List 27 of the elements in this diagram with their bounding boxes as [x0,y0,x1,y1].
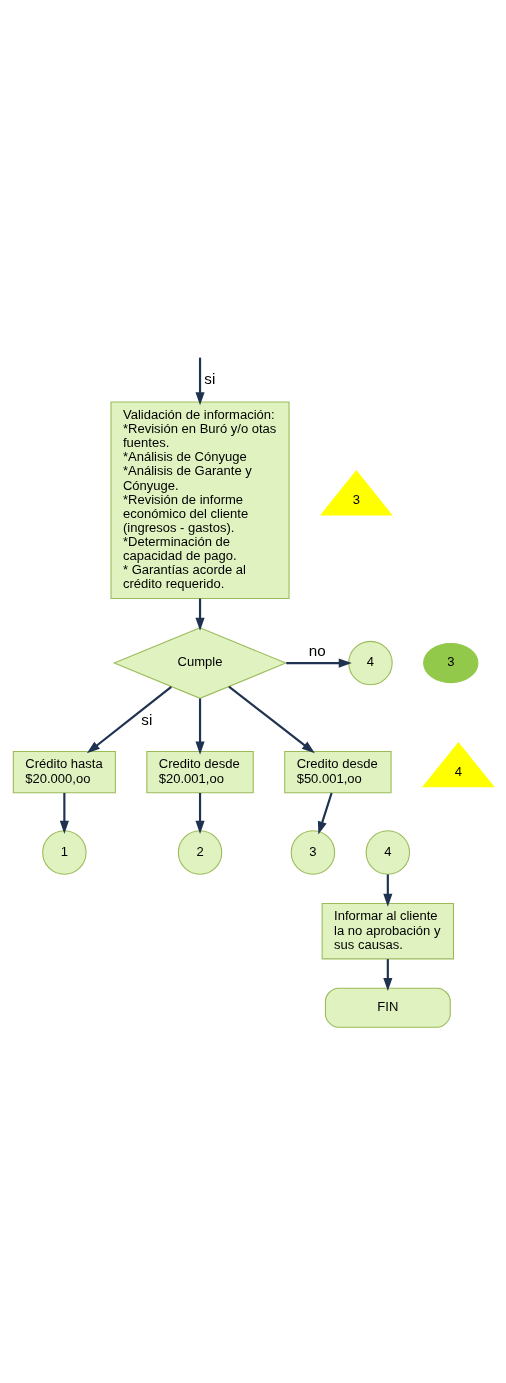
node-box: Credito desde $20.001,oo [145,750,254,793]
arrow [194,357,205,405]
node-box: Credito desde $50.001,oo [283,750,392,793]
node-circle: 3 [290,829,335,875]
edge-label: si [140,710,152,728]
arrow [382,874,392,907]
node-diamond: Cumple [112,626,287,699]
node-circle: 4 [365,829,410,875]
arrow [194,598,205,631]
arrow [194,698,205,755]
arrow [194,792,205,834]
node-circle: 1 [41,829,87,875]
edge-label: si [203,369,215,387]
node-circle: 2 [177,829,222,875]
node-box: Validación de información: *Revisión en Buró y/o otas fuentes. *Análisis de Cónyuge *Análisis de Garante y Cónyuge. *Revisión de informe económico del cliente (ingresos - gastos). *Determinación de capacidad de pago. * Garantías acorde al crédito requerido. [110,401,290,599]
node-ellipse: 3 [422,642,478,683]
arrow [285,658,352,668]
node-box: Informar al cliente la no aprobación y sus causas. [321,902,454,959]
arrow [382,958,392,991]
node-box: FIN [324,987,451,1028]
arrow [86,685,172,753]
node-circle: 4 [347,640,393,685]
arrow [59,792,69,834]
arrow [317,792,333,835]
arrow [227,685,315,753]
edge-label: no [308,641,326,659]
node-box: Crédito hasta $20.000,oo [12,750,116,793]
